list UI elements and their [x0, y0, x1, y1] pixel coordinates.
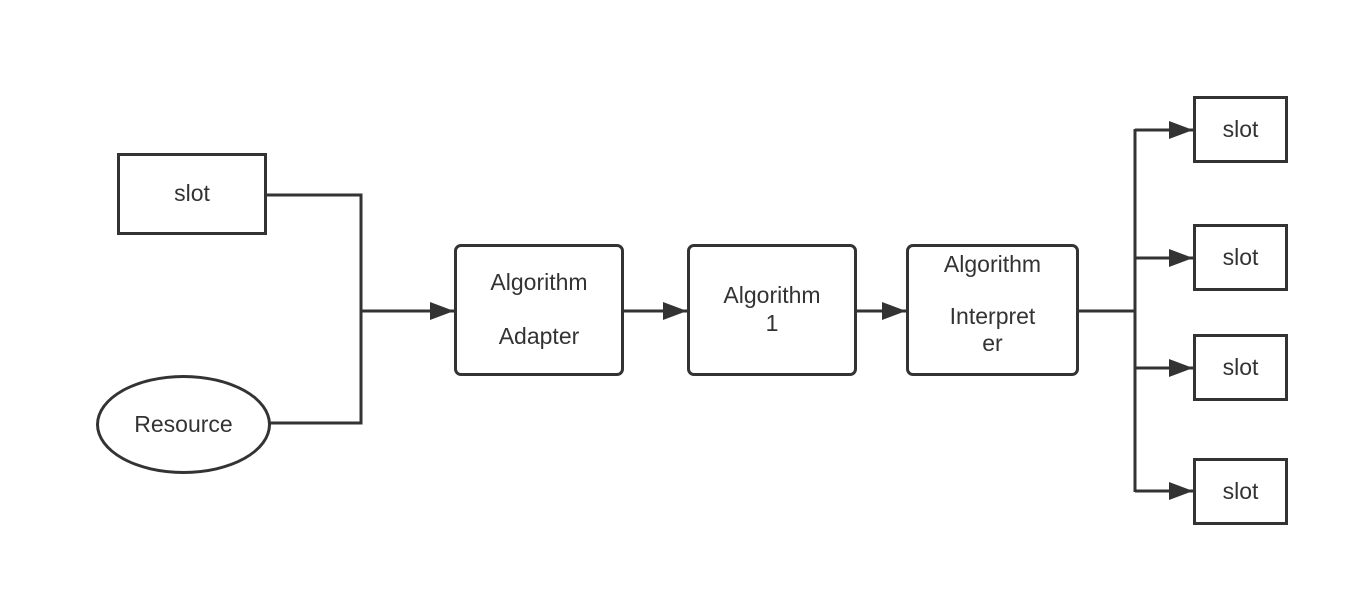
interpreter-label-line1: Algorithm	[943, 251, 1042, 277]
slot-output-node-1[interactable]: slot	[1193, 96, 1288, 163]
resource-label: Resource	[134, 410, 233, 437]
slot-input-label: slot	[174, 180, 210, 207]
slot-output-node-4[interactable]: slot	[1193, 458, 1288, 525]
algorithm-1-node[interactable]: Algorithm 1	[687, 244, 857, 376]
algo1-label-line1: Algorithm	[723, 282, 821, 309]
edge-slot-to-merge	[266, 193, 363, 311]
slot-output-node-2[interactable]: slot	[1193, 224, 1288, 291]
algorithm-adapter-node[interactable]: Algorithm Adapter	[454, 244, 624, 376]
adapter-label-line1: Algorithm	[490, 269, 588, 296]
slot-output-label-2: slot	[1222, 243, 1259, 270]
edge-resource-to-merge	[270, 311, 363, 425]
algorithm-interpreter-node[interactable]: Algorithm Interpret er	[906, 244, 1079, 376]
slot-output-label-4: slot	[1222, 477, 1259, 504]
slot-output-label-1: slot	[1222, 115, 1259, 142]
slot-output-label-3: slot	[1222, 353, 1259, 380]
interpreter-label-line2: Interpret	[949, 302, 1036, 329]
resource-node[interactable]: Resource	[96, 375, 271, 474]
interpreter-label-line3: er	[982, 330, 1003, 357]
adapter-label-line2: Adapter	[498, 323, 580, 349]
algo1-label-line2: 1	[765, 310, 779, 336]
slot-output-node-3[interactable]: slot	[1193, 334, 1288, 401]
slot-input-node[interactable]: slot	[117, 153, 267, 235]
